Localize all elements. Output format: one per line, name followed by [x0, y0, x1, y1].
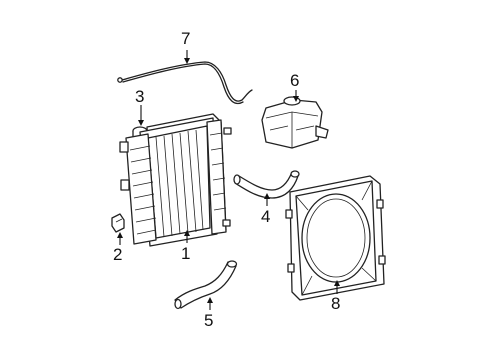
callout-3: 3 [135, 87, 144, 106]
callout-1: 1 [181, 244, 190, 263]
callout-6: 6 [290, 71, 299, 90]
callout-2: 2 [113, 245, 122, 264]
callout-5: 5 [204, 311, 213, 330]
radiator [119, 113, 232, 247]
bracket [111, 213, 125, 233]
callout-7: 7 [181, 29, 190, 48]
reservoir [261, 96, 329, 149]
upper-hose [233, 170, 300, 199]
callout-8: 8 [331, 294, 340, 313]
fan-shroud [285, 175, 386, 301]
callout-4: 4 [261, 207, 270, 226]
overflow-tube [117, 61, 253, 105]
callout-leaders [117, 50, 340, 310]
lower-hose [174, 260, 238, 310]
